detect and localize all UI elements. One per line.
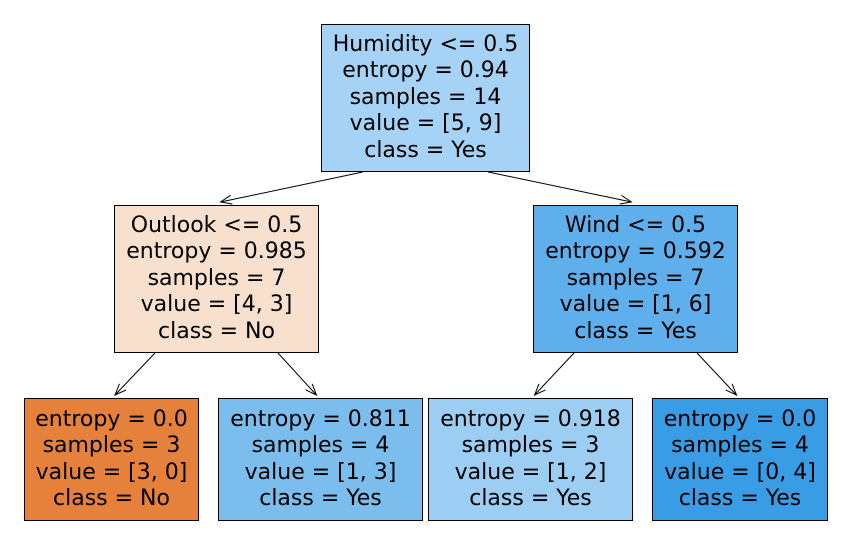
tree-node-wind: Wind <= 0.5 entropy = 0.592 samples = 7 … — [533, 205, 738, 353]
node-value: value = [5, 9] — [349, 111, 502, 137]
arrowhead-left-lr — [305, 383, 318, 396]
node-value: value = [0, 4] — [664, 459, 816, 485]
node-value: value = [4, 3] — [140, 292, 293, 318]
edge-root-left — [220, 171, 363, 203]
arrowhead-root-right — [619, 194, 633, 205]
tree-leaf-right-right: entropy = 0.0 samples = 4 value = [0, 4]… — [652, 398, 828, 521]
node-samples: samples = 7 — [147, 265, 286, 291]
node-value: value = [1, 2] — [454, 459, 607, 485]
node-entropy: entropy = 0.0 — [35, 406, 188, 432]
node-samples: samples = 4 — [251, 433, 390, 458]
node-class: class = Yes — [259, 486, 382, 511]
node-entropy: entropy = 0.918 — [440, 406, 621, 432]
node-class: class = No — [158, 318, 275, 344]
node-samples: samples = 14 — [349, 84, 502, 110]
node-value: value = [1, 3] — [244, 459, 397, 485]
node-split-rule: Humidity <= 0.5 — [332, 31, 519, 57]
arrowhead-right-rr — [725, 383, 738, 396]
tree-node-outlook: Outlook <= 0.5 entropy = 0.985 samples =… — [114, 205, 319, 353]
edge-left-lr — [277, 352, 317, 396]
tree-leaf-left-right: entropy = 0.811 samples = 4 value = [1, … — [218, 398, 423, 521]
tree-node-root-humidity: Humidity <= 0.5 entropy = 0.94 samples =… — [321, 24, 530, 172]
node-entropy: entropy = 0.0 — [663, 406, 817, 432]
node-split-rule: Outlook <= 0.5 — [130, 212, 303, 238]
node-class: class = No — [53, 486, 170, 511]
node-class: class = Yes — [469, 486, 592, 511]
node-value: value = [1, 6] — [559, 292, 712, 318]
arrowhead-left-ll — [114, 383, 127, 396]
node-class: class = Yes — [678, 486, 802, 511]
edge-right-rr — [696, 352, 737, 396]
edge-right-rl — [534, 352, 575, 396]
node-samples: samples = 4 — [671, 433, 809, 458]
node-entropy: entropy = 0.811 — [230, 406, 411, 432]
node-split-rule: Wind <= 0.5 — [564, 212, 707, 238]
node-samples: samples = 7 — [566, 265, 705, 291]
node-class: class = Yes — [364, 137, 487, 163]
arrowhead-right-rl — [533, 383, 546, 396]
tree-leaf-right-left: entropy = 0.918 samples = 3 value = [1, … — [428, 398, 633, 521]
node-entropy: entropy = 0.94 — [342, 58, 509, 84]
node-class: class = Yes — [574, 318, 697, 344]
node-entropy: entropy = 0.592 — [545, 239, 726, 265]
edge-root-right — [488, 171, 632, 203]
node-value: value = [3, 0] — [35, 459, 188, 485]
node-samples: samples = 3 — [461, 433, 600, 458]
node-entropy: entropy = 0.985 — [126, 239, 307, 265]
node-samples: samples = 3 — [42, 433, 181, 458]
arrowhead-root-left — [219, 194, 233, 205]
tree-leaf-left-left: entropy = 0.0 samples = 3 value = [3, 0]… — [24, 398, 199, 521]
edge-left-ll — [114, 352, 156, 396]
